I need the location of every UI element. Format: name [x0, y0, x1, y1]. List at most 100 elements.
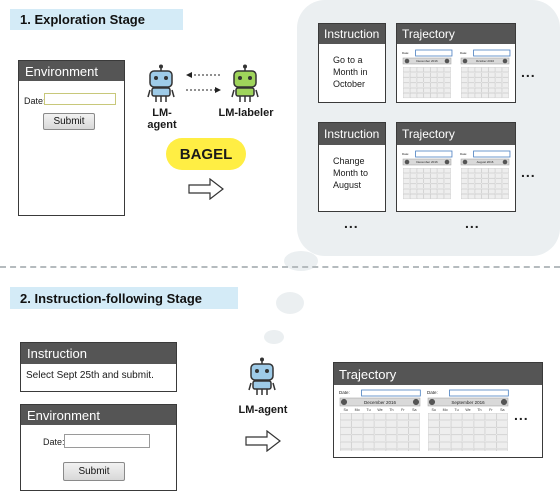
calendar-day-cell [410, 93, 417, 99]
calendar-date-input [449, 389, 509, 397]
calendar-day-cell [495, 183, 502, 189]
calendar-day-cell [385, 441, 397, 449]
calendar-day-cell [340, 441, 352, 449]
environment-title: Environment [27, 407, 100, 423]
calendar-day-cell [408, 427, 420, 435]
calendar-day-cell [462, 449, 474, 457]
calendar-day-cell [462, 413, 474, 421]
calendar-prev-icon [462, 58, 468, 64]
calendar-day-cell [374, 434, 386, 442]
calendar-day-cell [351, 449, 363, 457]
calendar-day-cell [485, 427, 497, 435]
calendar-day-cell [444, 87, 451, 93]
calendar-day-cell [474, 72, 482, 78]
bagel-badge: BAGEL [166, 138, 246, 170]
calendar-day-cell [340, 420, 352, 428]
calendar-day-cell [502, 173, 509, 179]
calendar-day-cell [403, 87, 410, 93]
calendar-date-label: Date: [339, 390, 350, 395]
calendar-day-cell [468, 67, 475, 73]
calendar-day-cell [495, 178, 502, 184]
calendar-day-cell [385, 427, 397, 435]
calendar-day-cell [430, 188, 438, 194]
calendar-day-cell [468, 178, 475, 184]
calendar-day-cell [451, 449, 463, 457]
calendar-weekday: Mo [443, 408, 448, 412]
calendar-day-cell [423, 173, 431, 179]
calendar-day-cell [397, 441, 409, 449]
trajectory-card-title: Trajectory [402, 127, 455, 141]
calendar-day-cell [444, 183, 451, 189]
calendar-day-cell [444, 188, 451, 194]
robot-icon [248, 357, 276, 395]
calendar-day-cell [474, 194, 482, 200]
calendar-day-cell [351, 434, 363, 442]
calendar-day-cell [444, 77, 451, 83]
calendar-day-cell [408, 441, 420, 449]
calendar-weekday: We [465, 408, 470, 412]
calendar-day-cell [461, 178, 468, 184]
calendar-prev-icon [404, 159, 410, 165]
calendar-day-cell [385, 434, 397, 442]
instruction-card-title: Instruction [324, 127, 380, 141]
calendar-day-cell [410, 72, 417, 78]
agent-label: LM-agent [147, 107, 177, 131]
calendar-day-cell [502, 87, 509, 93]
calendar-day-cell [485, 434, 497, 442]
calendar-date-input [415, 49, 453, 57]
trajectory-card-title: Trajectory [339, 366, 397, 382]
calendar-date-input [415, 150, 453, 158]
calendar-day-cell [437, 82, 444, 88]
stage2-title-text: 2. Instruction-following Stage [20, 290, 202, 306]
calendar-day-cell [403, 72, 410, 78]
calendar-day-cell [363, 413, 375, 421]
calendar-day-cell [403, 82, 410, 88]
ellipsis: ... [514, 407, 529, 423]
calendar-day-cell [502, 77, 509, 83]
calendar-day-cell [502, 188, 509, 194]
agent-label: LM-agent [238, 404, 288, 416]
calendar-day-cell [437, 77, 444, 83]
calendar-header [460, 57, 510, 65]
calendar-day-cell [444, 168, 451, 174]
calendar-day-cell [474, 188, 482, 194]
calendar-day-cell [397, 420, 409, 428]
calendar-day-cell [416, 183, 424, 189]
instruction-card: Instruction Change Month to August [318, 122, 386, 212]
calendar-day-cell [488, 87, 496, 93]
calendar-day-cell [351, 420, 363, 428]
date-input[interactable] [44, 93, 116, 105]
calendar-day-cell [468, 183, 475, 189]
date-input[interactable] [64, 434, 150, 448]
calendar-weekday: Mo [355, 408, 360, 412]
submit-button[interactable]: Submit [63, 462, 125, 481]
calendar-day-cell [496, 449, 508, 457]
calendar-day-cell [428, 434, 440, 442]
calendar-weekday: Tu [455, 408, 459, 412]
calendar-day-cell [488, 194, 496, 200]
submit-button[interactable]: Submit [43, 113, 95, 130]
calendar-day-cell [468, 82, 475, 88]
calendar-day-cell [423, 93, 431, 99]
calendar-day-cell [473, 441, 485, 449]
calendar-day-cell [451, 420, 463, 428]
calendar-day-cell [374, 449, 386, 457]
calendar-day-cell [481, 194, 489, 200]
calendar-day-cell [439, 449, 451, 457]
calendar-day-cell [363, 449, 375, 457]
calendar-day-cell [444, 67, 451, 73]
calendar-day-cell [461, 183, 468, 189]
calendar-day-cell [430, 77, 438, 83]
calendar-day-cell [451, 434, 463, 442]
calendar-day-cell [385, 420, 397, 428]
calendar-icon: Date:December 2016 [401, 150, 453, 206]
calendar-day-cell [468, 87, 475, 93]
thought-bubble-medium [276, 292, 304, 314]
calendar-day-cell [430, 183, 438, 189]
calendar-day-cell [416, 87, 424, 93]
calendar-day-cell [439, 427, 451, 435]
calendar-day-cell [481, 188, 489, 194]
calendar-weekday: Fr [489, 408, 493, 412]
calendar-day-cell [485, 420, 497, 428]
